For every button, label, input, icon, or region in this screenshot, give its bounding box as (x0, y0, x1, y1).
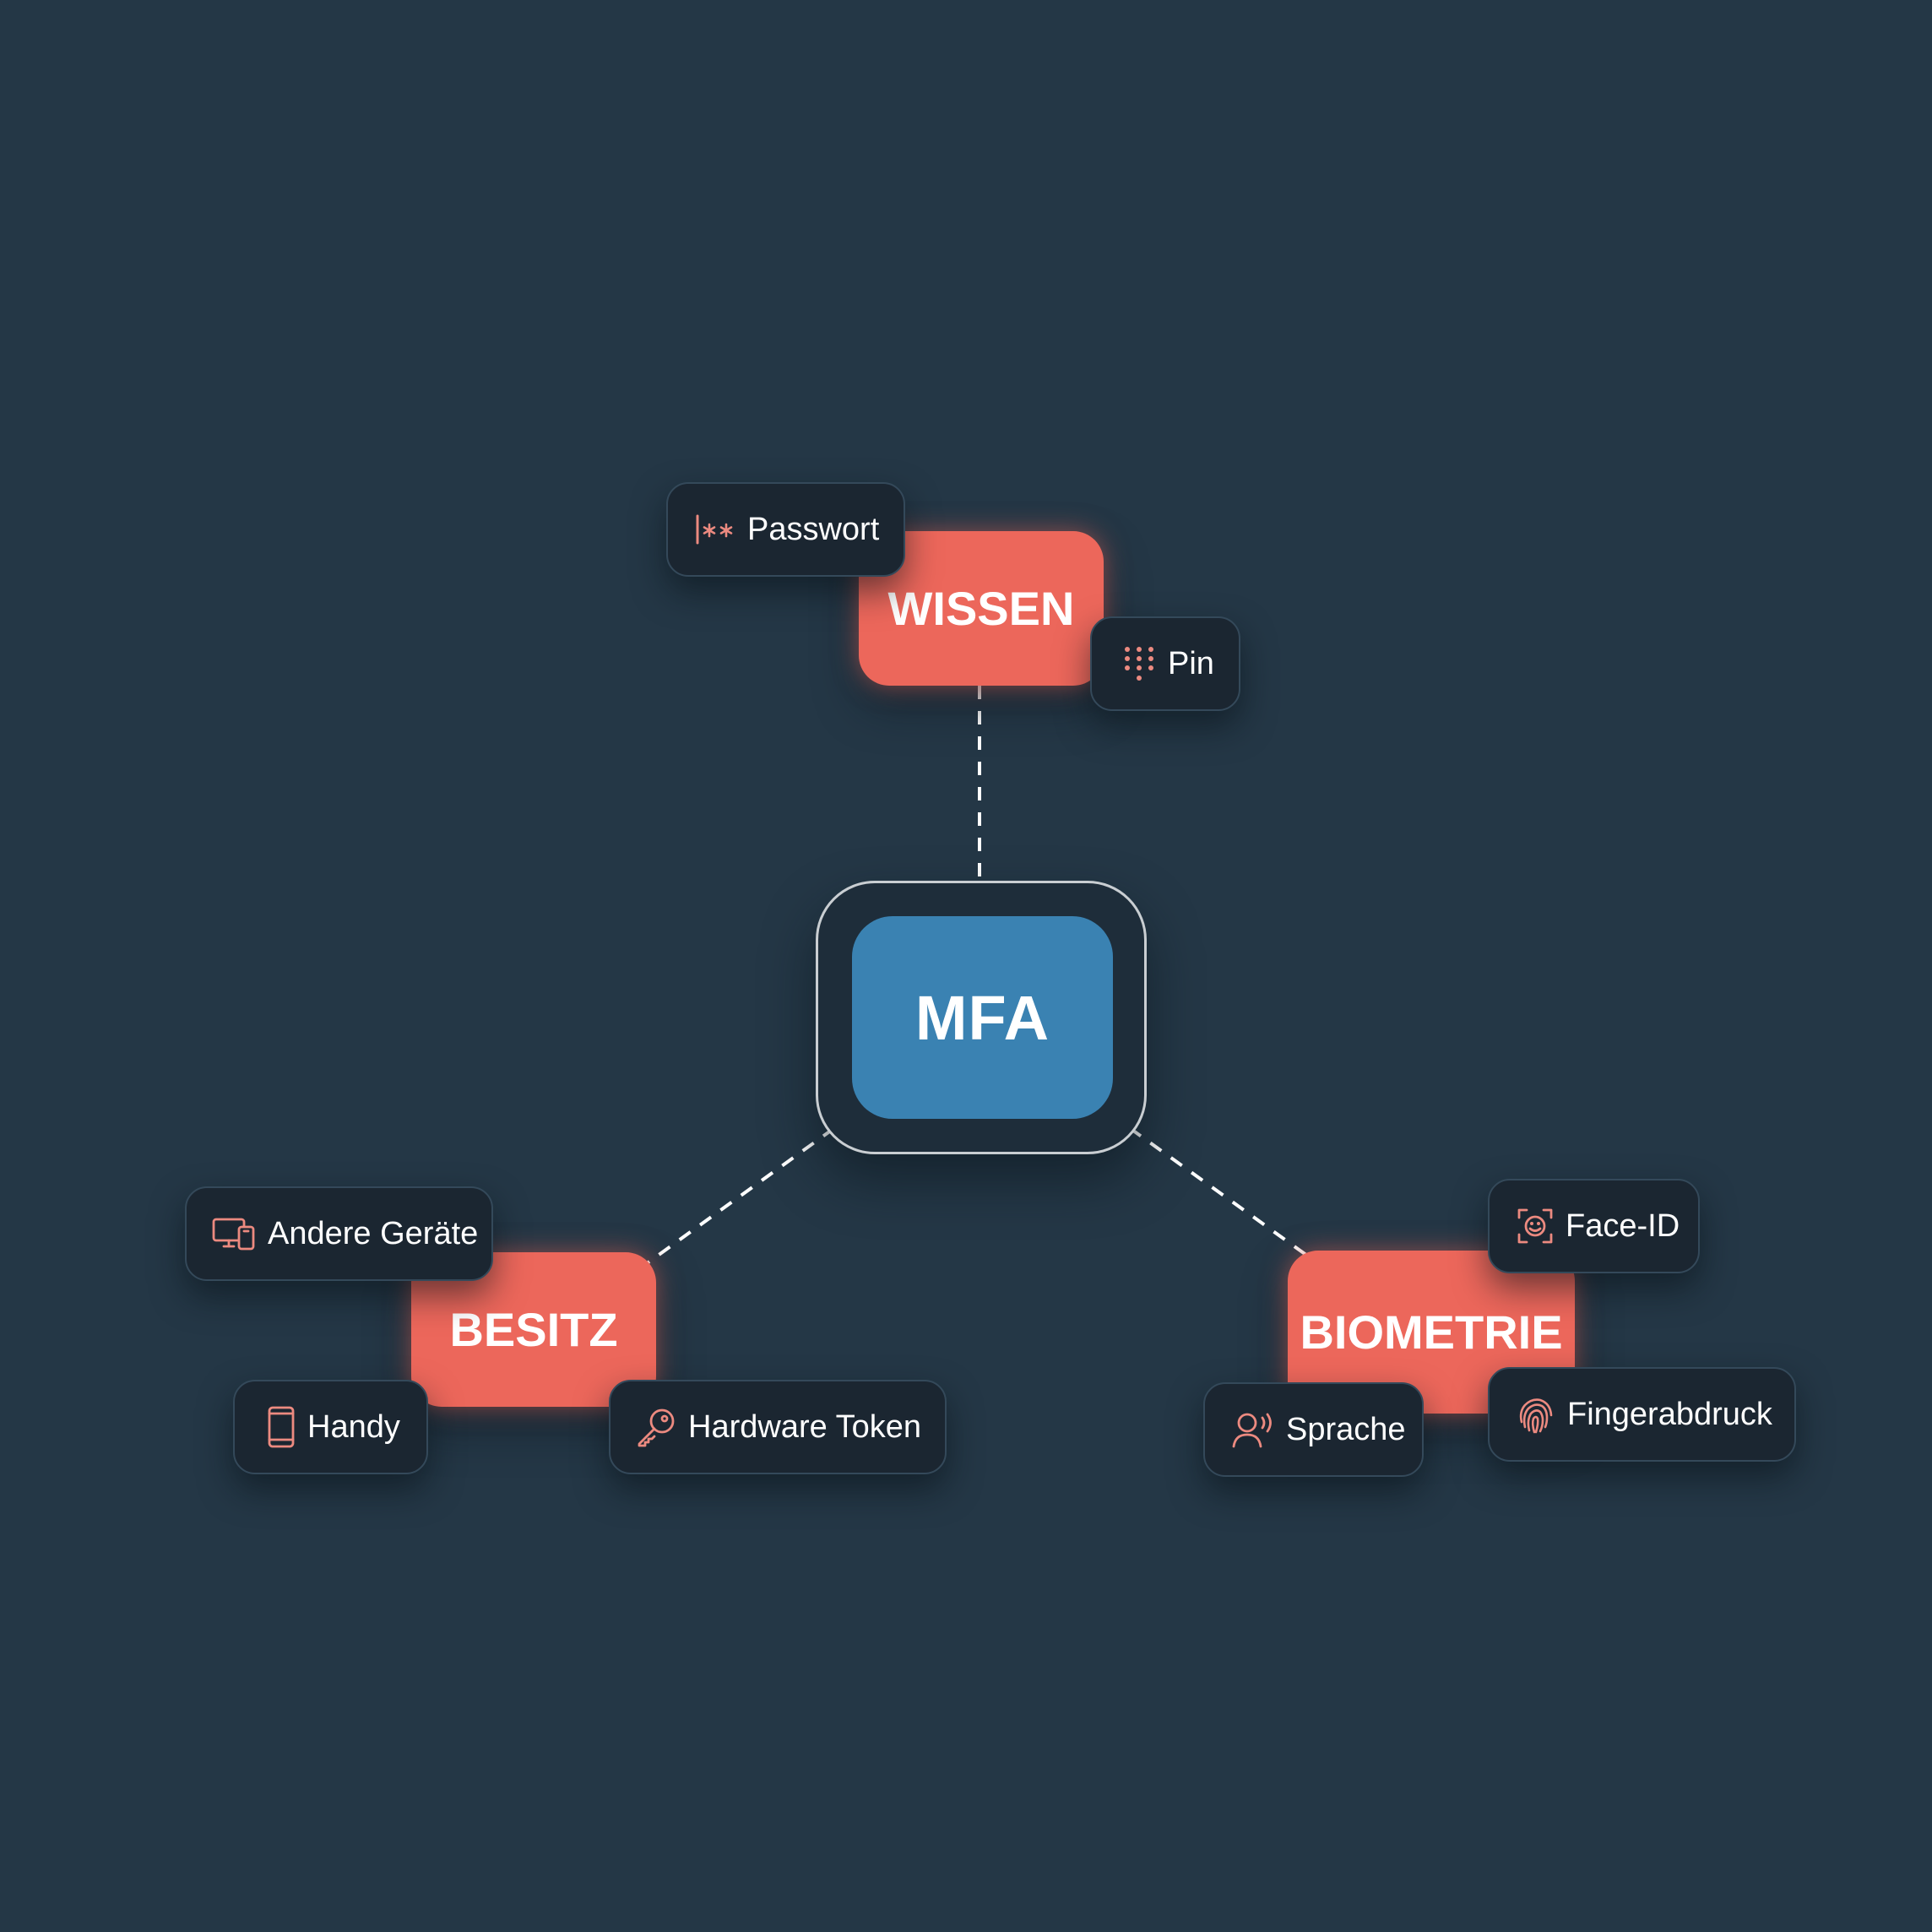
connector-biometrie (1128, 1126, 1321, 1266)
factor-sprache-label: Sprache (1286, 1411, 1406, 1447)
factor-face-id-label: Face-ID (1566, 1208, 1680, 1244)
factor-fingerabdruck-label: Fingerabdruck (1567, 1396, 1772, 1432)
factor-andere-geraete: Andere Geräte (185, 1186, 493, 1281)
factor-passwort-label: Passwort (747, 511, 880, 547)
factor-andere-geraete-label: Andere Geräte (268, 1215, 479, 1251)
mfa-node: MFA (852, 916, 1113, 1119)
mfa-label: MFA (914, 982, 1050, 1053)
factor-handy: Handy (233, 1380, 428, 1474)
category-wissen-label: WISSEN (887, 582, 1075, 635)
key-icon (636, 1407, 676, 1447)
factor-handy-label: Handy (307, 1408, 400, 1445)
face-scan-icon (1517, 1208, 1554, 1245)
factor-fingerabdruck: Fingerabdruck (1488, 1367, 1796, 1462)
password-icon (695, 514, 735, 545)
factor-hardware-token-label: Hardware Token (688, 1408, 922, 1445)
factor-pin: Pin (1090, 616, 1240, 711)
smartphone-icon (267, 1406, 296, 1448)
factor-hardware-token: Hardware Token (609, 1380, 947, 1474)
connector-besitz (644, 1126, 836, 1266)
category-biometrie-label: BIOMETRIE (1300, 1305, 1563, 1359)
devices-icon (212, 1217, 256, 1251)
factor-pin-label: Pin (1168, 645, 1214, 681)
factor-sprache: Sprache (1203, 1382, 1424, 1477)
factor-passwort: Passwort (666, 482, 905, 577)
keypad-icon (1122, 645, 1156, 682)
factor-face-id: Face-ID (1488, 1179, 1700, 1273)
category-besitz-label: BESITZ (449, 1303, 618, 1356)
fingerprint-icon (1517, 1395, 1555, 1434)
voice-icon (1232, 1411, 1274, 1448)
